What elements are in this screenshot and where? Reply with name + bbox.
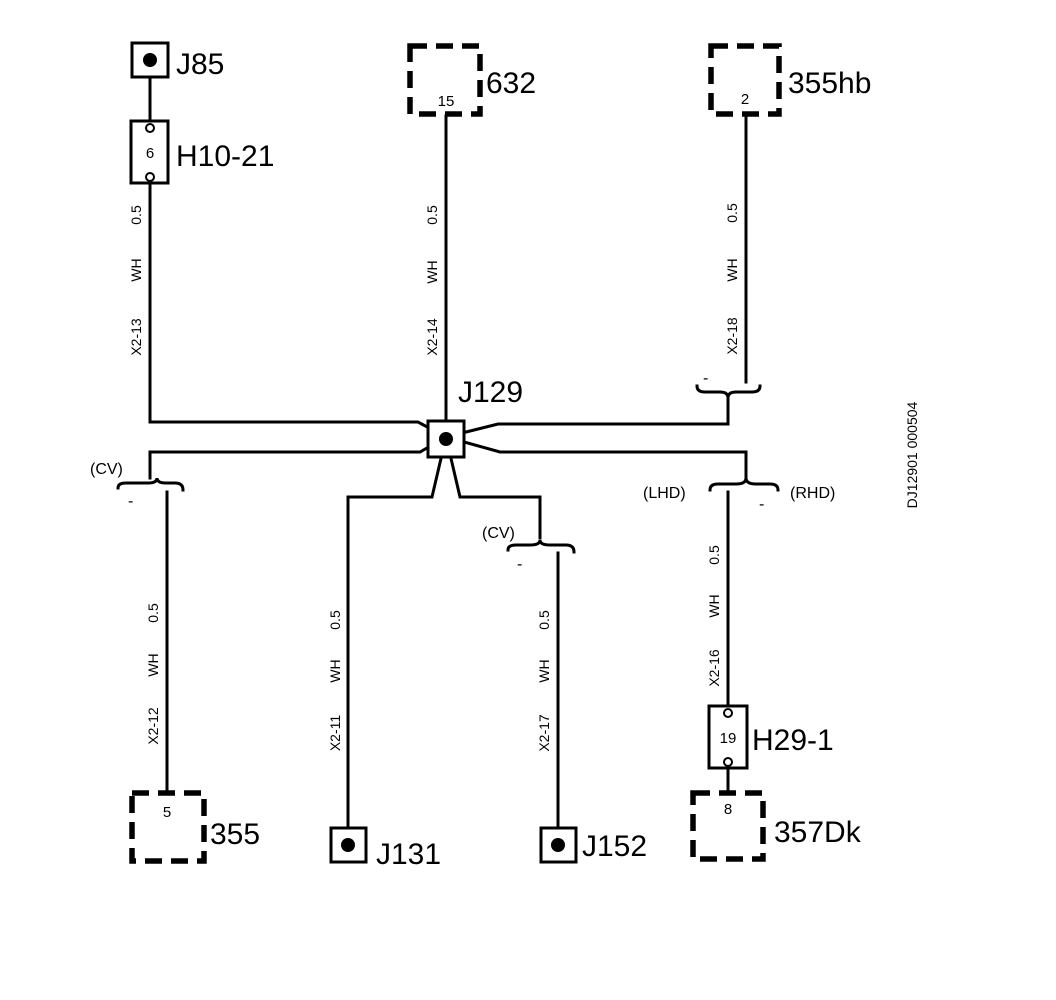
wire-x2-16-color: WH — [706, 594, 722, 617]
wire-x2-18-size: 0.5 — [724, 203, 740, 223]
wire-x2-12-id: X2-12 — [145, 707, 161, 745]
wire-x2-16-id: X2-16 — [706, 649, 722, 687]
option-lhd-label: (LHD) — [643, 485, 686, 502]
connector-h29-1-pin: 19 — [720, 730, 737, 747]
connector-632-label: 632 — [486, 67, 536, 100]
wire-x2-12-branch — [148, 434, 449, 480]
brace-top-right — [695, 384, 762, 399]
wire-x2-12-size: 0.5 — [145, 603, 161, 623]
wire-x2-17-color: WH — [536, 659, 552, 682]
wire-x2-13-id: X2-13 — [128, 318, 144, 356]
wire-x2-16-size: 0.5 — [706, 545, 722, 565]
connector-h10-21-pin: 6 — [146, 145, 154, 162]
splice-j129-label: J129 — [458, 376, 523, 409]
terminal-h10-bottom — [145, 172, 155, 182]
option-top-right-mark: - — [703, 370, 708, 387]
brace-cv-left — [116, 477, 185, 492]
wire-x2-13 — [148, 181, 449, 440]
drawing-reference: DJ12901 000504 — [904, 401, 920, 508]
connector-j152-pin — [551, 838, 565, 852]
connector-355hb-pin: 2 — [741, 91, 749, 108]
option-rhd-label: (RHD) — [790, 485, 835, 502]
wire-x2-17-id: X2-17 — [536, 714, 552, 752]
option-cv-mid-mark: - — [517, 556, 522, 573]
connector-h10-21-label: H10-21 — [176, 140, 274, 173]
wire-x2-11-size: 0.5 — [327, 610, 343, 630]
connector-632-pin: 15 — [438, 93, 455, 110]
connector-j131 — [329, 826, 368, 864]
option-cv-left-label: (CV) — [90, 461, 123, 478]
brace-cv-mid — [506, 539, 576, 554]
connector-632 — [407, 43, 483, 117]
wire-x2-17-size: 0.5 — [536, 610, 552, 630]
wire-x2-18-id: X2-18 — [724, 317, 740, 355]
connector-h29-1-label: H29-1 — [752, 724, 834, 757]
brace-lhd-rhd — [708, 477, 780, 492]
wire-x2-14-id: X2-14 — [424, 318, 440, 356]
terminal-h29-top — [723, 708, 733, 718]
option-cv-mid-label: (CV) — [482, 525, 515, 542]
connector-355-pin: 5 — [163, 804, 171, 821]
splice-j129-dot — [439, 432, 453, 446]
wire-x2-18-branch — [444, 393, 730, 439]
connector-355 — [129, 790, 207, 864]
connector-355hb-label: 355hb — [788, 67, 871, 100]
wire-x2-11 — [346, 435, 448, 830]
wire-x2-17-branch — [444, 435, 542, 540]
wire-x2-11-color: WH — [327, 659, 343, 682]
connector-j152-label: J152 — [582, 830, 647, 863]
wire-x2-14-color: WH — [424, 260, 440, 283]
wire-x2-11-id: X2-11 — [327, 715, 343, 752]
option-rhd-mark: - — [759, 496, 764, 513]
connector-j131-pin — [341, 838, 355, 852]
connector-j85-label: J85 — [176, 48, 224, 81]
wire-x2-13-size: 0.5 — [128, 205, 144, 225]
connector-357dk-pin: 8 — [724, 801, 732, 818]
option-cv-left-mark: - — [128, 493, 133, 510]
terminal-h10-top — [145, 123, 155, 133]
wire-x2-14-size: 0.5 — [424, 205, 440, 225]
wire-x2-12-color: WH — [145, 653, 161, 676]
wire-x2-16-branch — [444, 435, 748, 480]
connector-355-label: 355 — [210, 818, 260, 851]
connector-355hb — [708, 43, 782, 117]
wire-x2-18-color: WH — [724, 258, 740, 281]
connector-357dk-label: 357Dk — [774, 816, 862, 849]
connector-j131-label: J131 — [376, 838, 441, 871]
connector-357dk — [690, 790, 766, 862]
wire-x2-13-color: WH — [128, 258, 144, 281]
connector-j85-pin — [143, 53, 157, 67]
terminal-h29-bottom — [723, 757, 733, 767]
